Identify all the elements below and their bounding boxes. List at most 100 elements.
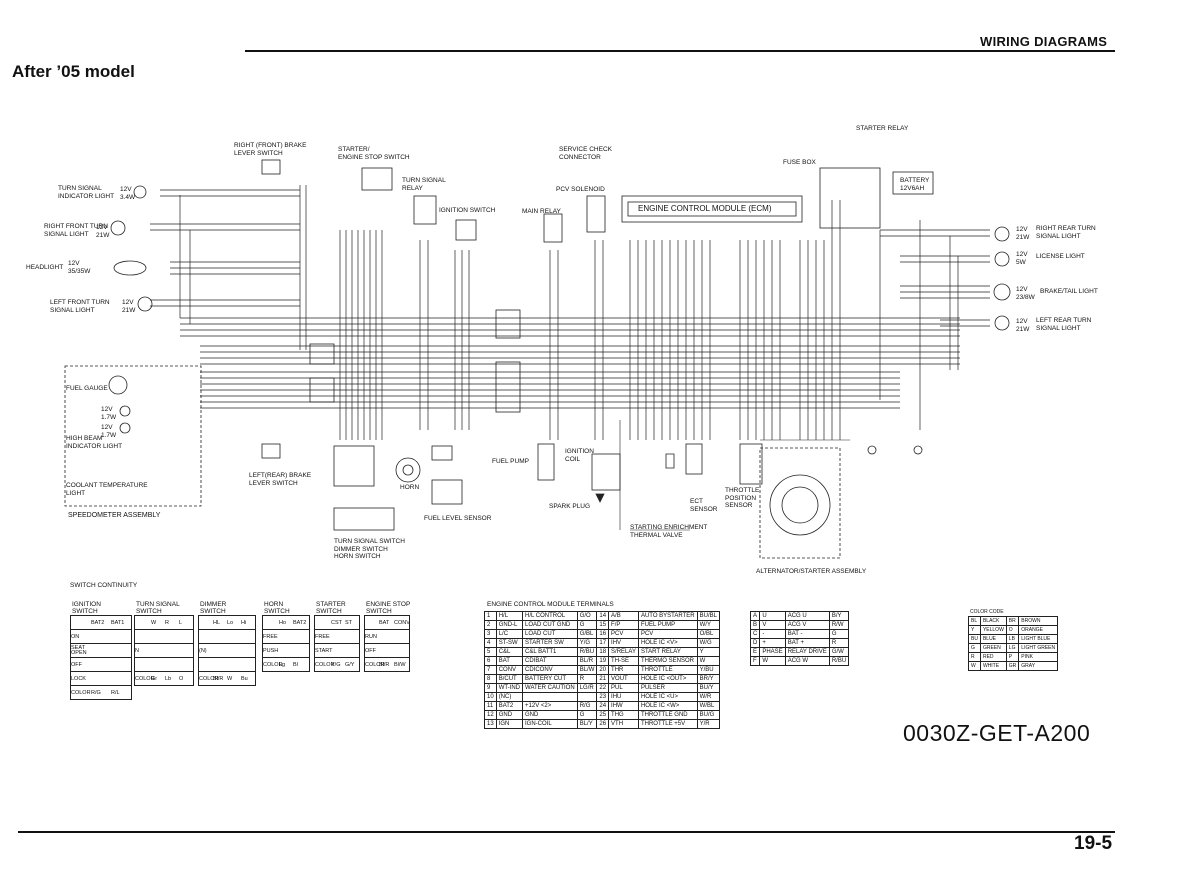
ecm-terminal-row-cell: GND [495,710,524,720]
ecm-terminals-title: ENGINE CONTROL MODULE TERMINALS [487,601,614,608]
footer-rule [18,831,1115,833]
ecm-terminal-row-cell: W/Y [696,620,720,630]
label-right-brake-switch: RIGHT (FRONT) BRAKE LEVER SWITCH [234,142,307,157]
engine-stop-switch-title: ENGINE STOP SWITCH [366,601,411,615]
connector-terminal-row-cell: R/W [828,620,850,630]
color-code-row-cell: Br [1005,616,1020,626]
ecm-terminal-row-cell: G [576,620,598,630]
connector-terminal-row-cell: A [749,611,761,621]
connector-terminal-row-cell: B [749,620,761,630]
color-code-table: BlBLACKBrBROWNYYELLOWOORANGEBuBLUELbLIGH… [968,616,1059,671]
ecm-terminal-row-cell: 11 [484,701,497,711]
ecm-terminal-row-cell: WATER CAUTION [522,683,578,693]
color-code-row: BlBLACKBrBROWN [968,616,1059,626]
spec-turn-signal-indicator: 12V 3.4W [120,186,136,201]
connector-terminal-row-cell: + [759,638,786,648]
ecm-terminal-row-cell: R/G [576,701,598,711]
ecm-terminal-row-cell: B/CUT [495,674,524,684]
color-code-row-cell: GRAY [1018,661,1059,671]
label-fuse-box: FUSE BOX [783,159,816,166]
ecm-terminal-row-cell: H/L CONTROL [522,611,578,621]
ecm-terminal-row-cell: 16 [596,629,610,639]
ecm-terminal-row-cell: WT-IND [495,683,524,693]
label-speedometer-assembly: SPEEDOMETER ASSEMBLY [68,512,161,519]
label-right-rear-turn: RIGHT REAR TURN SIGNAL LIGHT [1036,225,1096,240]
label-ignition-switch: IGNITION SWITCH [439,207,496,214]
ecm-terminal-row-cell: Y [696,647,720,657]
horn-switch-title: HORN SWITCH [264,601,290,615]
spec-left-front-turn: 12V 21W [122,299,136,314]
color-code-row-cell: W [968,661,981,671]
ecm-terminal-row-cell: Bl/R [576,656,598,666]
ecm-terminal-row-cell: GND [522,710,578,720]
dimmer-switch-title: DIMMER SWITCH [200,601,227,615]
connector-terminal-row-cell: E [749,647,761,657]
ecm-terminal-row-cell: CDICONV [522,665,578,675]
ecm-terminal-row-cell: R [576,674,598,684]
ecm-terminal-row-cell: 7 [484,665,497,675]
color-code-row-cell: LIGHT BLUE [1018,634,1059,644]
ecm-terminal-row-cell: 18 [596,647,610,657]
round-components [395,445,923,536]
color-code-row-cell: P [1005,652,1020,662]
label-pcv-solenoid: PCV SOLENOID [556,186,605,193]
label-main-relay: MAIN RELAY [522,208,561,215]
color-code-row-cell: BLACK [979,616,1007,626]
ecm-terminal-row-cell: 1 [484,611,497,621]
ecm-terminal-row-cell: G/Bl [576,629,598,639]
ecm-terminal-row-cell: 5 [484,647,497,657]
spec-right-rear-turn: 12V 21W [1016,226,1030,241]
ecm-terminal-row-cell [522,692,578,702]
ecm-terminal-row-cell: PUL [608,683,639,693]
color-code-row-cell: Y [968,625,981,635]
label-starting-enrichment: STARTING ENRICHMENT THERMAL VALVE [630,524,708,539]
ecm-terminal-row-cell: W/R [696,692,720,702]
left-lamp-wires [150,185,307,350]
ecm-terminal-row-cell: 6 [484,656,497,666]
ecm-terminal-row-cell: A/B [608,611,639,621]
color-code-row-cell: Lb [1005,634,1020,644]
label-alternator-starter: ALTERNATOR/STARTER ASSEMBLY [756,568,867,575]
switch-diagram-wires [619,420,850,531]
color-code-row-cell: BLUE [979,634,1007,644]
ecm-terminal-row-cell: VTH [608,719,639,729]
color-code-row: GGREENLgLIGHT GREEN [968,643,1059,653]
ecm-terminal-row-cell: Bl/W [576,665,598,675]
connector-terminal-row: C-BAT -G [749,629,850,639]
ecm-terminal-row-cell: F/P [608,620,639,630]
ecm-terminal-row-cell: +12V <2> [522,701,578,711]
component-boxes [261,159,934,559]
ecm-terminal-row-cell: 17 [596,638,610,648]
ecm-terminal-row-cell: IHW [608,701,639,711]
connector-terminal-row-cell: G/W [828,647,850,657]
spec-headlight: 12V 35/35W [68,260,91,275]
color-code-row-cell: BROWN [1018,616,1059,626]
ecm-terminal-row-cell: S/RELAY [608,647,639,657]
color-code-row-cell: Lg [1005,643,1020,653]
ecm-terminal-row-cell: 9 [484,683,497,693]
label-starter-stop-switch: STARTER/ ENGINE STOP SWITCH [338,146,410,161]
connector-terminal-row-cell: R [828,638,850,648]
color-code-row-cell: R [968,652,981,662]
speedometer-assembly-box [64,365,202,507]
label-brake-tail-light: BRAKE/TAIL LIGHT [1040,288,1098,295]
connector-terminal-row-cell: D [749,638,761,648]
ecm-terminal-row-cell: W/G [696,638,720,648]
label-high-beam-indicator: HIGH BEAM INDICATOR LIGHT [66,435,123,450]
ecm-terminal-row-cell: IGN [495,719,524,729]
label-ecm: ENGINE CONTROL MODULE (ECM) [638,204,772,213]
ecm-terminal-row-cell: 3 [484,629,497,639]
ecm-terminal-row-cell: O/Bl [696,629,720,639]
color-code-row-cell: GREEN [979,643,1007,653]
ecm-terminal-row-cell: G/O [576,611,598,621]
ecm-terminal-row-cell: Lg/R [576,683,598,693]
label-battery: BATTERY 12V6AH [900,177,930,192]
